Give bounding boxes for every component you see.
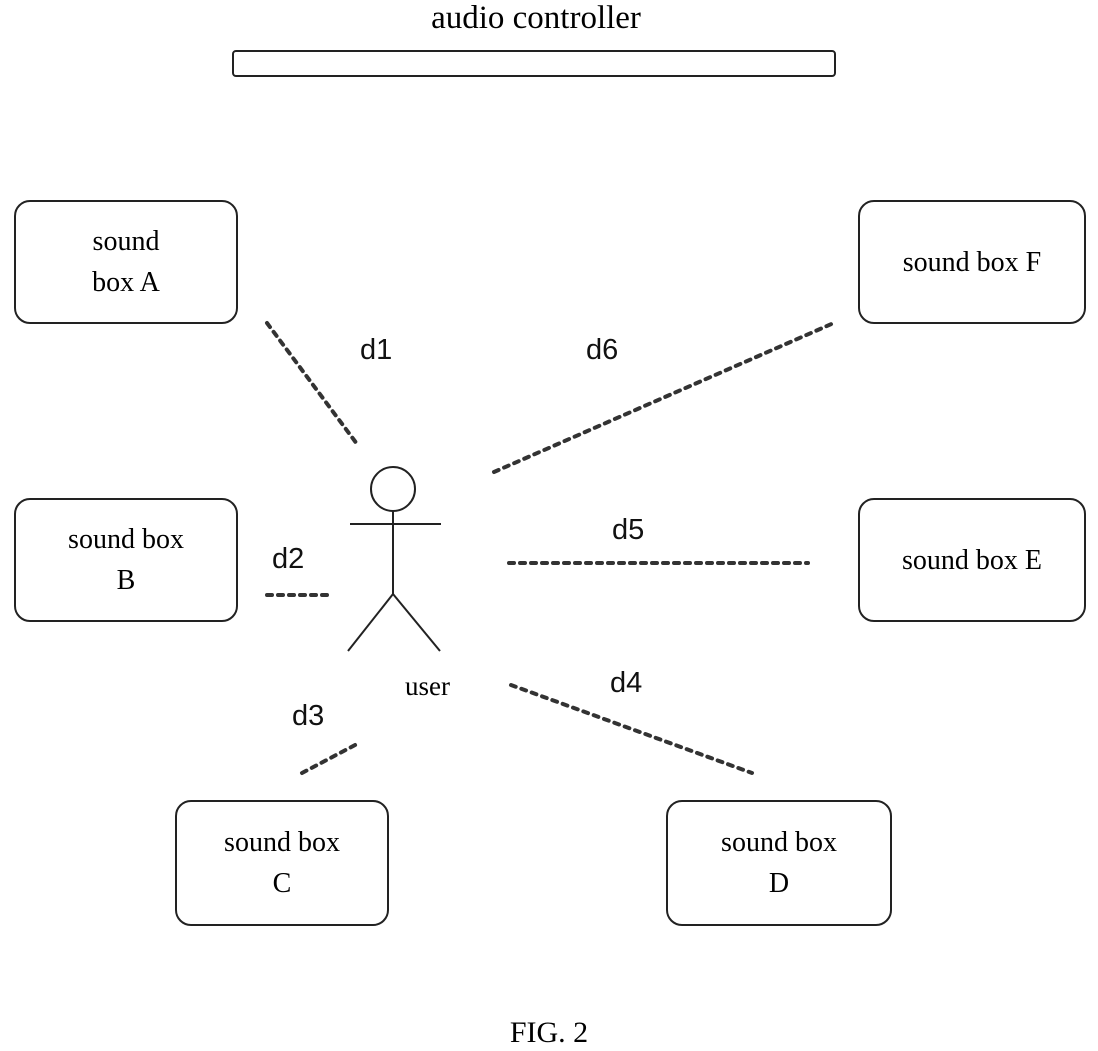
sound-box-f: sound box F	[858, 200, 1086, 324]
sound-box-b-label-line2: B	[117, 560, 136, 601]
audio-controller-label: audio controller	[0, 0, 1072, 37]
distance-line-d3	[302, 744, 357, 773]
distance-label-d1: d1	[360, 334, 392, 367]
sound-box-c: sound box C	[175, 800, 389, 926]
user-label: user	[405, 671, 450, 702]
distance-label-d4: d4	[610, 667, 642, 700]
sound-box-f-label: sound box F	[903, 242, 1041, 283]
sound-box-d-label-line1: sound box	[721, 822, 837, 863]
sound-box-e-label: sound box E	[902, 540, 1042, 581]
sound-box-a-label-line1: sound	[93, 221, 160, 262]
distance-line-d1	[267, 323, 357, 444]
sound-box-c-label-line2: C	[273, 863, 292, 904]
audio-controller-bar	[232, 50, 836, 77]
distance-label-d5: d5	[612, 514, 644, 547]
sound-box-c-label-line1: sound box	[224, 822, 340, 863]
sound-box-a: sound box A	[14, 200, 238, 324]
distance-label-d2: d2	[272, 543, 304, 576]
sound-box-b: sound box B	[14, 498, 238, 622]
sound-box-e: sound box E	[858, 498, 1086, 622]
distance-label-d3: d3	[292, 700, 324, 733]
user-figure-icon	[348, 467, 441, 651]
sound-box-d-label-line2: D	[769, 863, 789, 904]
sound-box-d: sound box D	[666, 800, 892, 926]
figure-caption: FIG. 2	[0, 1016, 1098, 1050]
distance-line-d6	[494, 322, 836, 472]
distance-label-d6: d6	[586, 334, 618, 367]
sound-box-a-label-line2: box A	[92, 262, 160, 303]
sound-box-b-label-line1: sound box	[68, 519, 184, 560]
